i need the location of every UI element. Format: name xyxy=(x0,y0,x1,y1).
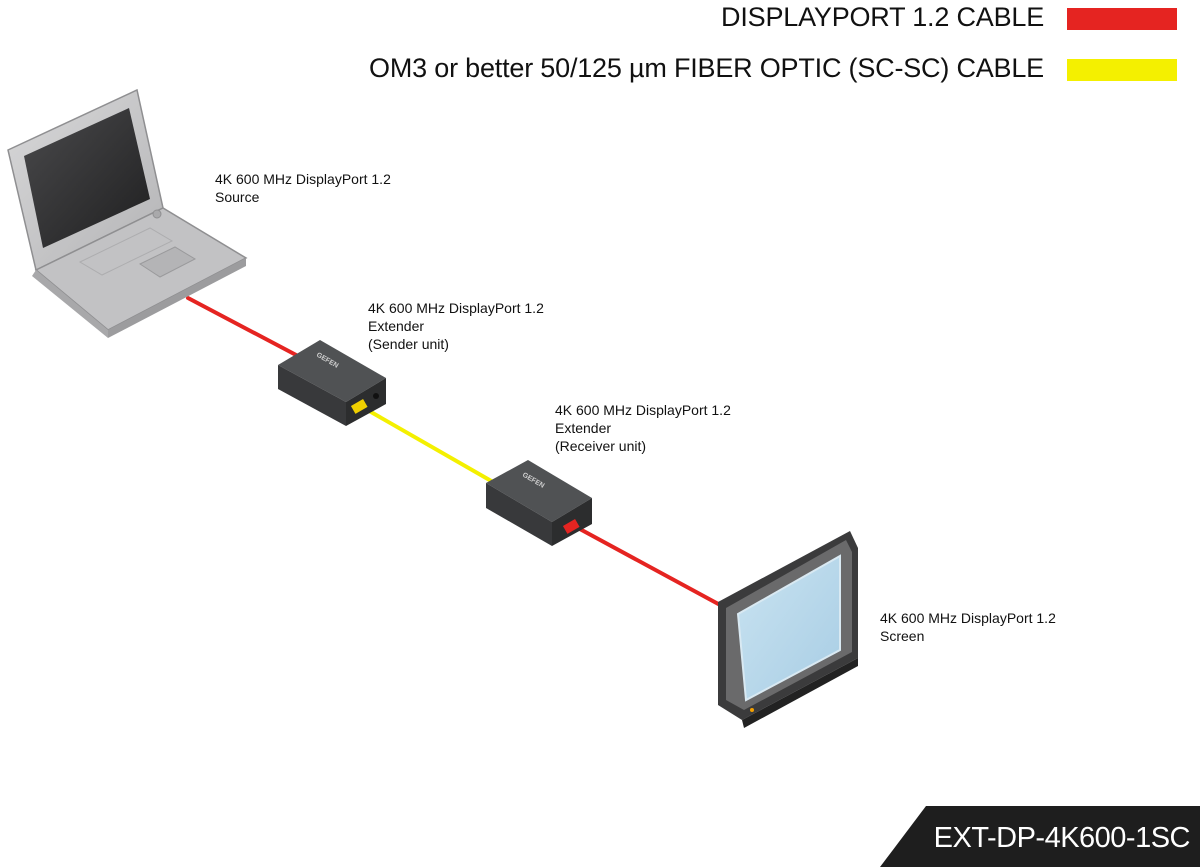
caption-source: 4K 600 MHz DisplayPort 1.2 Source xyxy=(215,170,391,206)
legend-swatch-fiber-cable xyxy=(1067,59,1177,81)
caption-receiver: 4K 600 MHz DisplayPort 1.2 Extender (Rec… xyxy=(555,401,731,455)
caption-screen-line-1: 4K 600 MHz DisplayPort 1.2 xyxy=(880,610,1056,626)
caption-receiver-line-2: Extender xyxy=(555,420,612,436)
dp-cable-source-to-sender xyxy=(186,296,300,358)
caption-sender-line-3: (Sender unit) xyxy=(368,336,449,352)
caption-screen: 4K 600 MHz DisplayPort 1.2 Screen xyxy=(880,609,1056,645)
dp-cable-receiver-to-screen xyxy=(576,526,724,608)
caption-receiver-line-3: (Receiver unit) xyxy=(555,438,647,454)
legend-swatch-dp-cable xyxy=(1067,8,1177,30)
fiber-cable xyxy=(362,406,502,488)
legend-label-dp-cable: DISPLAYPORT 1.2 CABLE xyxy=(721,2,1044,32)
extender-receiver: GEFEN xyxy=(486,460,592,546)
extender-sender: GEFEN xyxy=(278,340,386,426)
caption-sender: 4K 600 MHz DisplayPort 1.2 Extender (Sen… xyxy=(368,299,544,353)
laptop-source xyxy=(7,88,248,338)
caption-screen-line-2: Screen xyxy=(880,628,925,644)
caption-sender-line-2: Extender xyxy=(368,318,425,334)
caption-source-line-2: Source xyxy=(215,189,260,205)
monitor-screen xyxy=(718,531,858,728)
caption-sender-line-1: 4K 600 MHz DisplayPort 1.2 xyxy=(368,300,544,316)
model-banner xyxy=(880,806,1200,867)
caption-receiver-line-1: 4K 600 MHz DisplayPort 1.2 xyxy=(555,402,731,418)
legend-label-fiber-cable: OM3 or better 50/125 µm FIBER OPTIC (SC-… xyxy=(369,53,1044,83)
caption-source-line-1: 4K 600 MHz DisplayPort 1.2 xyxy=(215,171,391,187)
